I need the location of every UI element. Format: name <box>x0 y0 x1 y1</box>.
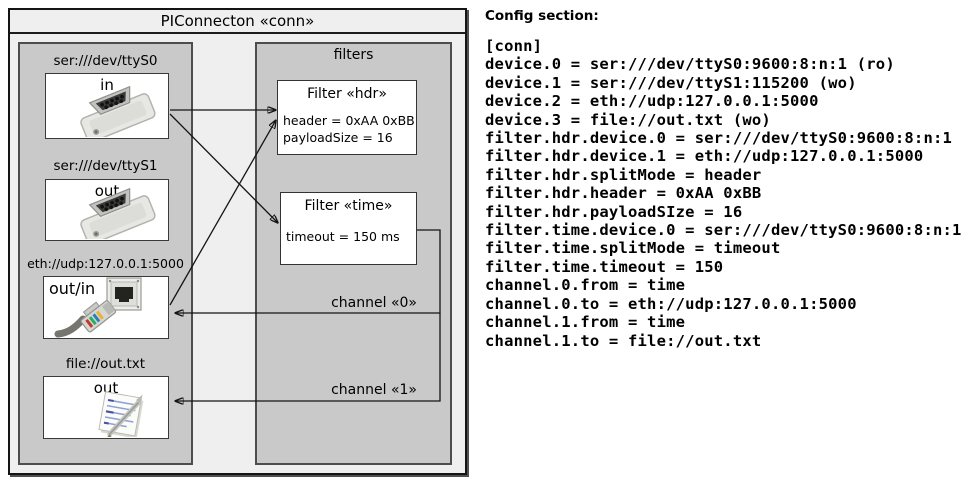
channel-0-label: channel «0» <box>331 295 417 311</box>
device-direction: out/in <box>49 279 96 298</box>
piconnecton-diagram: PIConnecton «conn» ser:///dev/ttyS0 in s… <box>8 8 467 475</box>
device-box-file: out <box>43 376 169 439</box>
filter-hdr-param: header = 0xAA 0xBB <box>283 113 415 128</box>
channel-1-label: channel «1» <box>331 382 417 398</box>
filter-hdr-param: payloadSize = 16 <box>283 130 393 145</box>
filter-hdr-title: Filter «hdr» <box>307 86 387 102</box>
device-label-ttys0: ser:///dev/ttyS0 <box>53 53 158 69</box>
serial-connector-icon <box>68 185 166 239</box>
diagram-title: PIConnecton «conn» <box>10 10 465 34</box>
filter-hdr-box: Filter «hdr» header = 0xAA 0xBB payloadS… <box>277 80 417 155</box>
device-box-eth: out/in <box>43 276 169 339</box>
device-label-file: file://out.txt <box>65 356 146 372</box>
device-label-eth: eth://udp:127.0.0.1:5000 <box>27 256 184 271</box>
filter-time-param: timeout = 150 ms <box>286 229 400 244</box>
device-box-ttys0: in <box>45 73 169 139</box>
config-section: Config section: [conn] device.0 = ser://… <box>485 8 961 350</box>
devices-panel: ser:///dev/ttyS0 in ser:///dev/ttyS1 out… <box>18 42 193 465</box>
config-heading: Config section: <box>485 8 599 24</box>
filters-panel-title: filters <box>333 47 374 63</box>
config-lines: [conn] device.0 = ser:///dev/ttyS0:9600:… <box>485 37 962 350</box>
notepad-icon <box>92 391 156 437</box>
filter-time-box: Filter «time» timeout = 150 ms <box>280 192 417 265</box>
filters-panel: filters Filter «hdr» header = 0xAA 0xBB … <box>255 42 452 465</box>
serial-connector-icon <box>68 83 166 137</box>
device-direction: in <box>100 76 114 94</box>
device-box-ttys1: out <box>45 179 169 241</box>
filter-time-title: Filter «time» <box>304 198 393 214</box>
device-label-ttys1: ser:///dev/ttyS1 <box>53 158 158 174</box>
